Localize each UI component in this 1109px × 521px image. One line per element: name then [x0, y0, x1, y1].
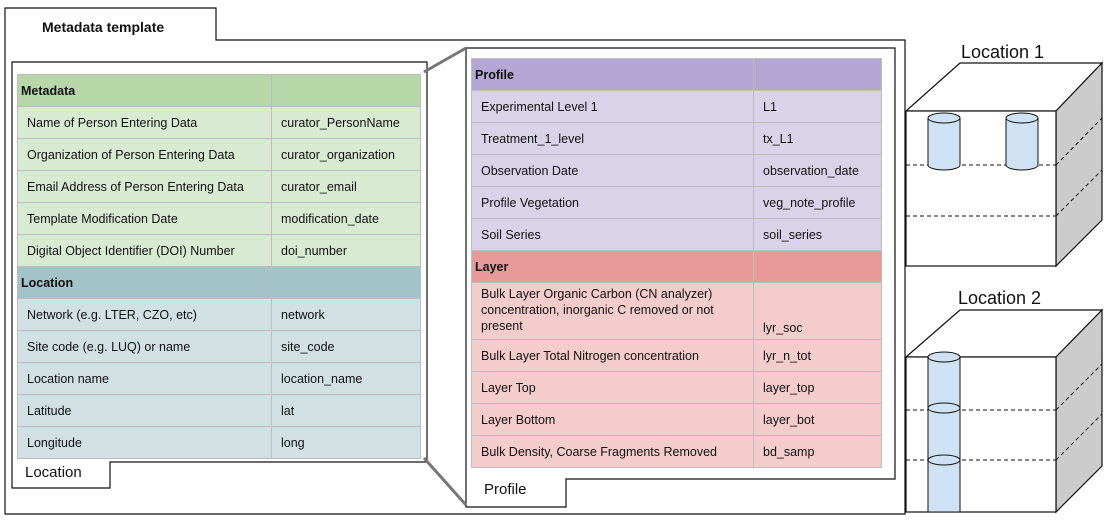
- table-row: Longitude long: [17, 426, 421, 459]
- soil-core-top: [1005, 112, 1039, 124]
- row-label: Network (e.g. LTER, CZO, etc): [17, 298, 272, 331]
- table-row: Site code (e.g. LUQ) or name site_code: [17, 330, 421, 363]
- layer-header: Layer: [471, 250, 754, 283]
- soil-core: [1005, 118, 1039, 171]
- location-header-row: Location: [17, 266, 421, 299]
- soil-core-segment: [927, 454, 961, 466]
- soil-core-segment: [927, 402, 961, 414]
- location-2-title: Location 2: [958, 288, 1042, 308]
- row-code: site_code: [271, 330, 421, 363]
- connector-top: [423, 46, 467, 74]
- row-label: Bulk Layer Total Nitrogen concentration: [471, 339, 754, 372]
- location-sheet-frame: [11, 61, 428, 489]
- table-row: Bulk Layer Organic Carbon (CN analyzer) …: [471, 282, 882, 340]
- profile-header-row: Profile: [471, 58, 882, 91]
- row-label: Layer Bottom: [471, 403, 754, 436]
- row-label: Profile Vegetation: [471, 186, 754, 219]
- row-code: modification_date: [271, 202, 421, 235]
- table-row: Layer Bottom layer_bot: [471, 403, 882, 436]
- horizon-line: [1055, 413, 1103, 461]
- soil-core: [927, 357, 961, 513]
- location-tab-label[interactable]: Location: [25, 464, 82, 481]
- template-title: Metadata template: [42, 19, 165, 35]
- row-label: Organization of Person Entering Data: [17, 138, 272, 171]
- row-code: curator_organization: [271, 138, 421, 171]
- location-header: Location: [17, 266, 272, 299]
- row-label: Observation Date: [471, 154, 754, 187]
- row-label: Email Address of Person Entering Data: [17, 170, 272, 203]
- table-row: Email Address of Person Entering Data cu…: [17, 170, 421, 203]
- table-row: Profile Vegetation veg_note_profile: [471, 186, 882, 219]
- table-row: Organization of Person Entering Data cur…: [17, 138, 421, 171]
- table-row: Digital Object Identifier (DOI) Number d…: [17, 234, 421, 267]
- connector-bottom: [422, 457, 468, 506]
- row-code: doi_number: [271, 234, 421, 267]
- row-label: Experimental Level 1: [471, 90, 754, 123]
- row-code: lyr_soc: [753, 282, 882, 340]
- layer-header-row: Layer: [471, 250, 882, 283]
- row-label: Bulk Density, Coarse Fragments Removed: [471, 435, 754, 468]
- row-code: bd_samp: [753, 435, 882, 468]
- row-label: Layer Top: [471, 371, 754, 404]
- row-label: Bulk Layer Organic Carbon (CN analyzer) …: [471, 282, 754, 340]
- table-row: Layer Top layer_top: [471, 371, 882, 404]
- row-code: soil_series: [753, 218, 882, 251]
- profile-header: Profile: [471, 58, 754, 91]
- table-row: Observation Date observation_date: [471, 154, 882, 187]
- location-2-cube: [904, 308, 1104, 514]
- row-label: Digital Object Identifier (DOI) Number: [17, 234, 272, 267]
- table-row: Bulk Density, Coarse Fragments Removed b…: [471, 435, 882, 468]
- row-code: layer_bot: [753, 403, 882, 436]
- table-row: Soil Series soil_series: [471, 218, 882, 251]
- row-label: Soil Series: [471, 218, 754, 251]
- row-code: veg_note_profile: [753, 186, 882, 219]
- row-code: L1: [753, 90, 882, 123]
- location-1-title: Location 1: [961, 42, 1045, 62]
- row-label: Location name: [17, 362, 272, 395]
- row-code: location_name: [271, 362, 421, 395]
- row-code: observation_date: [753, 154, 882, 187]
- soil-core-top: [927, 112, 961, 124]
- horizon-line: [1055, 363, 1103, 411]
- table-row: Network (e.g. LTER, CZO, etc) network: [17, 298, 421, 331]
- table-row: Experimental Level 1 L1: [471, 90, 882, 123]
- row-code: layer_top: [753, 371, 882, 404]
- profile-sheet-frame: [465, 47, 896, 508]
- row-code: network: [271, 298, 421, 331]
- profile-tab-label[interactable]: Profile: [484, 481, 527, 498]
- table-row: Latitude lat: [17, 394, 421, 427]
- table-row: Bulk Layer Total Nitrogen concentration …: [471, 339, 882, 372]
- row-code: curator_email: [271, 170, 421, 203]
- row-code: curator_PersonName: [271, 106, 421, 139]
- table-row: Location name location_name: [17, 362, 421, 395]
- location-sheet-table: Metadata Name of Person Entering Data cu…: [17, 74, 421, 459]
- soil-core: [927, 118, 961, 171]
- row-label: Longitude: [17, 426, 272, 459]
- horizon-line: [1055, 117, 1103, 166]
- location-1-cube: [904, 61, 1104, 268]
- profile-sheet-table: Profile Experimental Level 1 L1 Treatmen…: [471, 58, 882, 468]
- row-code: long: [271, 426, 421, 459]
- metadata-template-frame: [4, 7, 906, 515]
- horizon-line: [1055, 169, 1103, 217]
- soil-core-top: [927, 351, 961, 363]
